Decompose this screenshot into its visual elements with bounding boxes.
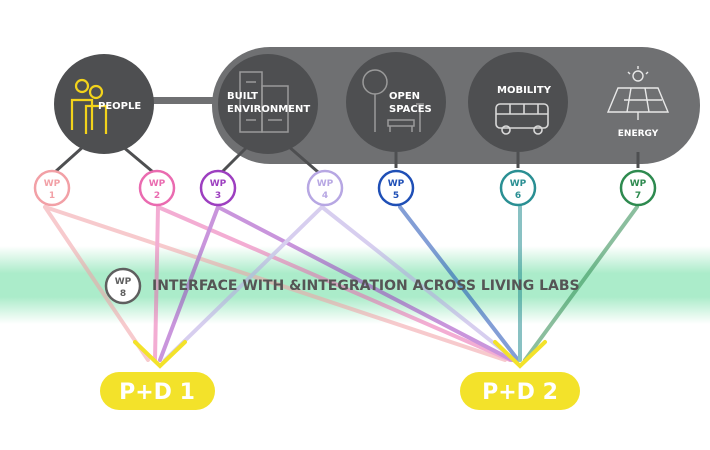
wp3-node: WP 3 — [199, 169, 237, 207]
wp4-prefix: WP — [317, 179, 334, 189]
theme-open-spaces: OPEN SPACES — [346, 52, 446, 152]
bus-icon — [495, 103, 549, 135]
theme-people: PEOPLE — [54, 54, 154, 154]
open-label-1: OPEN — [389, 91, 420, 102]
output-pd2: P+D 2 — [460, 372, 580, 410]
wp2-node: WP 2 — [138, 169, 176, 207]
arrowhead-pd1 — [133, 340, 187, 369]
pd1-label: P+D 1 — [119, 380, 195, 405]
wp1-prefix: WP — [44, 179, 61, 189]
wp5-num: 5 — [393, 191, 399, 201]
wp4-node: WP 4 — [306, 169, 344, 207]
wp-nodes: WP 1 WP 2 WP 3 WP 4 WP 5 WP 6 — [33, 169, 657, 207]
theme-wp-connectors-light — [394, 152, 640, 168]
built-label-2: ENVIRONMENT — [227, 104, 310, 115]
people-label: PEOPLE — [98, 101, 141, 112]
building-icon — [239, 71, 289, 133]
wp1-num: 1 — [49, 191, 55, 201]
wp5-node: WP 5 — [377, 169, 415, 207]
wp5-prefix: WP — [388, 179, 405, 189]
pd2-label: P+D 2 — [482, 380, 558, 405]
theme-mobility: MOBILITY — [468, 52, 568, 152]
connector-people-wp1 — [53, 144, 86, 174]
flow-wp4-pd2 — [320, 205, 517, 362]
wp8-node: WP 8 — [104, 267, 142, 305]
wp3-num: 3 — [215, 191, 221, 201]
wp7-num: 7 — [635, 191, 641, 201]
flow-wp5-pd2 — [398, 205, 520, 362]
mobility-label: MOBILITY — [497, 85, 552, 96]
solar-panel-icon — [606, 66, 670, 120]
wp6-num: 6 — [515, 191, 521, 201]
wp7-prefix: WP — [630, 179, 647, 189]
people-icon — [70, 78, 108, 134]
open-label-2: SPACES — [389, 104, 432, 115]
arrowhead-pd2 — [493, 340, 547, 369]
output-pd1: P+D 1 — [100, 372, 215, 410]
built-label-1: BUILT — [227, 91, 258, 102]
flow-wp4-pd1 — [163, 205, 324, 362]
flow-wp3-pd2 — [216, 205, 514, 362]
wp3-prefix: WP — [210, 179, 227, 189]
connector-built-wp3 — [220, 144, 250, 174]
connector-people-wp2 — [121, 144, 154, 174]
wp8-prefix: WP — [115, 277, 132, 287]
interface-label: INTERFACE WITH &INTEGRATION ACROSS LIVIN… — [152, 278, 580, 294]
wp6-node: WP 6 — [499, 169, 537, 207]
flow-wp2-pd2 — [156, 205, 512, 362]
flow-wp3-pd1 — [158, 205, 220, 362]
people-connector — [150, 97, 220, 104]
wp2-prefix: WP — [149, 179, 166, 189]
wp1-node: WP 1 — [33, 169, 71, 207]
theme-wp-connectors — [53, 144, 319, 174]
wp8-num: 8 — [120, 289, 126, 299]
flow-wp1-pd1 — [43, 205, 150, 362]
flow-arrowheads — [133, 340, 547, 369]
wp6-prefix: WP — [510, 179, 527, 189]
tree-bench-icon — [362, 69, 424, 132]
themes-pill — [212, 47, 700, 164]
flow-wp2-pd1 — [153, 205, 160, 362]
energy-label: ENERGY — [618, 129, 659, 139]
wp7-node: WP 7 — [619, 169, 657, 207]
theme-energy: ENERGY — [606, 66, 670, 139]
flow-wp7-pd2 — [523, 205, 639, 362]
flow-lines — [43, 205, 639, 362]
wp2-num: 2 — [154, 191, 160, 201]
flow-wp1-pd2 — [43, 205, 507, 362]
wp4-num: 4 — [322, 191, 328, 201]
connector-built-wp4 — [287, 144, 319, 174]
theme-built-environment: BUILT ENVIRONMENT — [218, 54, 318, 154]
